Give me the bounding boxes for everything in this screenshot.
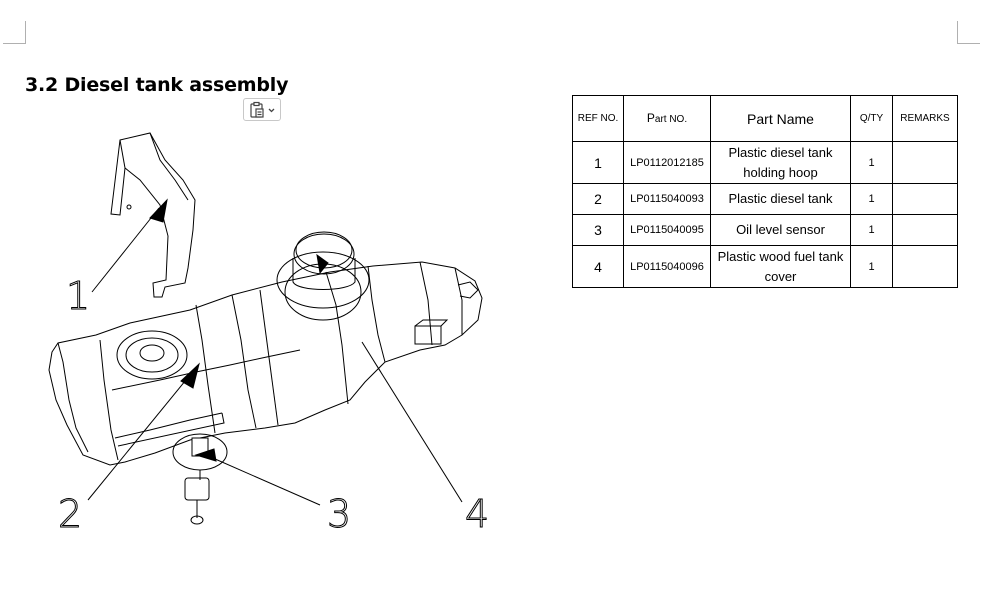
header-part-no-rest: art NO. — [654, 113, 688, 125]
crop-mark-top-left — [3, 21, 26, 44]
cell-qty: 1 — [850, 183, 893, 215]
chevron-down-icon — [268, 108, 275, 113]
table-row: 2 LP0115040093 Plastic diesel tank 1 — [572, 183, 958, 215]
cell-part-name: Plastic diesel tank holding hoop — [710, 141, 851, 184]
cell-qty: 1 — [850, 245, 893, 288]
clipboard-icon — [250, 101, 264, 118]
callout-leaders — [87, 198, 463, 506]
cell-part-name: Plastic wood fuel tank cover — [710, 245, 851, 288]
diesel-tank-body — [48, 261, 483, 466]
holding-hoop-part — [110, 132, 196, 298]
cell-part-no: LP0115040093 — [623, 183, 711, 215]
cell-remarks — [892, 183, 958, 215]
callout-4: 4 — [465, 492, 489, 535]
callout-3: 3 — [327, 492, 351, 535]
callout-2: 2 — [58, 492, 82, 535]
table-row: 4 LP0115040096 Plastic wood fuel tank co… — [572, 245, 958, 288]
cell-remarks — [892, 141, 958, 184]
cell-ref: 2 — [572, 183, 624, 215]
cell-part-no: LP0112012185 — [623, 141, 711, 184]
header-qty: Q/TY — [850, 95, 893, 142]
cell-part-name: Plastic diesel tank — [710, 183, 851, 215]
section-heading: 3.2 Diesel tank assembly — [25, 74, 289, 96]
cell-part-name: Oil level sensor — [710, 214, 851, 246]
header-ref-no: REF NO. — [572, 95, 624, 142]
paste-options-button[interactable] — [243, 98, 281, 121]
cell-part-no: LP0115040095 — [623, 214, 711, 246]
fuel-tank-cover-part — [276, 231, 370, 321]
header-remarks: REMARKS — [892, 95, 958, 142]
cell-remarks — [892, 214, 958, 246]
oil-level-sensor-part — [172, 433, 228, 525]
header-part-name: Part Name — [710, 95, 851, 142]
cell-part-no: LP0115040096 — [623, 245, 711, 288]
cell-qty: 1 — [850, 214, 893, 246]
cell-remarks — [892, 245, 958, 288]
diesel-tank-drawing: 1 2 3 4 — [48, 132, 490, 535]
table-header-row: REF NO. Part NO. Part Name Q/TY REMARKS — [572, 95, 958, 142]
table-row: 3 LP0115040095 Oil level sensor 1 — [572, 214, 958, 246]
cell-qty: 1 — [850, 141, 893, 184]
parts-table: REF NO. Part NO. Part Name Q/TY REMARKS … — [572, 95, 958, 288]
cell-ref: 3 — [572, 214, 624, 246]
table-row: 1 LP0112012185 Plastic diesel tank holdi… — [572, 141, 958, 184]
header-part-no-initial: P — [646, 110, 655, 125]
cell-ref: 1 — [572, 141, 624, 184]
callout-1: 1 — [66, 274, 90, 318]
cell-ref: 4 — [572, 245, 624, 288]
crop-mark-top-right — [957, 21, 980, 44]
header-part-no: Part NO. — [623, 95, 711, 142]
